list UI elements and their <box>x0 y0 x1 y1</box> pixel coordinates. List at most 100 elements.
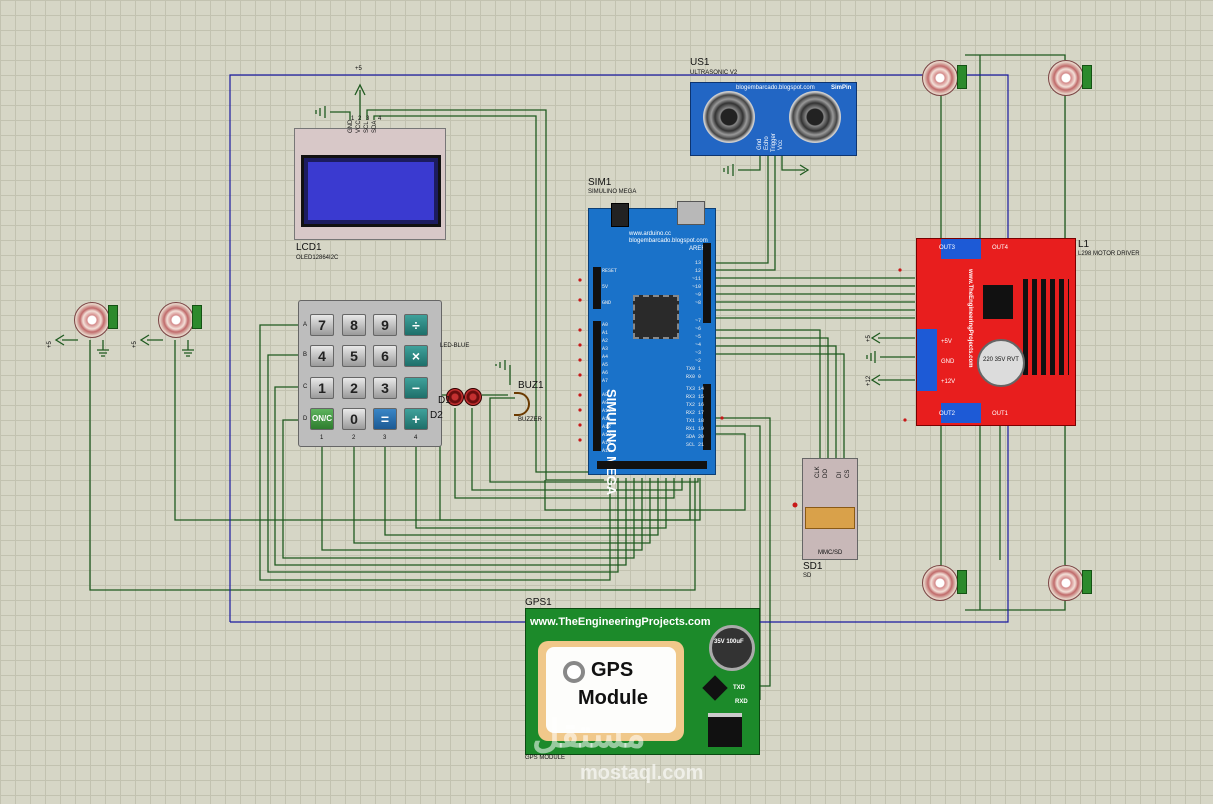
arduino-pin-rx3[interactable]: RX3 15 <box>686 394 705 400</box>
arduino-pin-d8[interactable]: ~8 <box>695 300 702 306</box>
sd-pin-clk: CLK <box>815 466 821 478</box>
arduino-pin-d11[interactable]: ~11 <box>692 276 702 282</box>
arduino-pin-rx0[interactable]: RX0 0 <box>686 374 702 380</box>
key-1[interactable]: 1 <box>310 377 334 399</box>
motor-left-2[interactable] <box>158 302 194 338</box>
key-minus[interactable]: − <box>404 377 428 399</box>
key-2[interactable]: 2 <box>342 377 366 399</box>
key-6[interactable]: 6 <box>373 345 397 367</box>
arduino-pin-a7[interactable]: A7 <box>602 378 609 384</box>
key-3[interactable]: 3 <box>373 377 397 399</box>
key-7[interactable]: 7 <box>310 314 334 336</box>
power-label-driver-5: +5 <box>866 335 872 342</box>
key-on-clear[interactable]: ON/C <box>310 408 334 430</box>
arduino-pin-d13[interactable]: 13 <box>695 260 702 266</box>
gps-cap-label: 35V 100uF <box>714 639 744 645</box>
gps-regulator <box>708 713 742 747</box>
arduino-board[interactable]: www.arduino.cc blogembarcado.blogspot.co… <box>588 201 716 495</box>
arduino-pin-d3[interactable]: ~3 <box>695 350 702 356</box>
key-8[interactable]: 8 <box>342 314 366 336</box>
arduino-pin-a8[interactable]: A8 <box>602 392 609 398</box>
lcd-power-label: +5 <box>355 66 362 72</box>
motor-driver-board[interactable]: OUT1 OUT2 OUT3 OUT4 +5V GND +12V www.The… <box>916 238 1076 426</box>
gps-txd[interactable]: TXD <box>733 685 745 691</box>
arduino-pin-a3[interactable]: A3 <box>602 346 609 352</box>
arduino-pin-a11[interactable]: A11 <box>602 416 612 422</box>
motor-left-1[interactable] <box>74 302 110 338</box>
arduino-pin-a15[interactable]: A15 <box>602 448 612 454</box>
key-5[interactable]: 5 <box>342 345 366 367</box>
arduino-digital-header <box>703 243 711 323</box>
arduino-pin-a1[interactable]: A1 <box>602 330 609 336</box>
motor-right-bottom-1[interactable] <box>922 565 958 601</box>
key-plus[interactable]: + <box>404 408 428 430</box>
arduino-pin-rx2[interactable]: RX2 17 <box>686 410 705 416</box>
gps-rxd[interactable]: RXD <box>735 699 748 705</box>
arduino-pin-a2[interactable]: A2 <box>602 338 609 344</box>
gps-module[interactable]: www.TheEngineeringProjects.com GPS Modul… <box>525 608 760 755</box>
arduino-pin-d4[interactable]: ~4 <box>695 342 702 348</box>
key-divide[interactable]: ÷ <box>404 314 428 336</box>
buzzer-part: BUZZER <box>518 417 542 423</box>
key-0[interactable]: 0 <box>342 408 366 430</box>
led-d2[interactable] <box>464 388 482 406</box>
key-4[interactable]: 4 <box>310 345 334 367</box>
motor-right-bottom-1-tab <box>957 570 967 594</box>
arduino-pin-reset[interactable]: RESET <box>602 268 618 274</box>
arduino-ref: SIM1 <box>588 177 612 188</box>
sd-pin-di: DI <box>837 472 843 478</box>
arduino-pin-d7[interactable]: ~7 <box>695 318 702 324</box>
arduino-usb-jack <box>611 203 629 227</box>
arduino-pin-tx3[interactable]: TX3 14 <box>686 386 705 392</box>
key-9[interactable]: 9 <box>373 314 397 336</box>
arduino-pin-rx1[interactable]: RX1 19 <box>686 426 705 432</box>
led-d1[interactable] <box>446 388 464 406</box>
arduino-pin-scl[interactable]: SCL 21 <box>686 442 705 448</box>
lcd-module[interactable] <box>294 128 446 240</box>
watermark-latin: mostaql.com <box>580 762 704 784</box>
arduino-pin-a4[interactable]: A4 <box>602 354 609 360</box>
arduino-pin-tx1[interactable]: TX1 18 <box>686 418 705 424</box>
arduino-pin-a5[interactable]: A5 <box>602 362 609 368</box>
motor-left-2-tab <box>192 305 202 329</box>
arduino-pin-a14[interactable]: A14 <box>602 440 612 446</box>
arduino-pin-d9[interactable]: ~9 <box>695 292 702 298</box>
motor-right-top-1[interactable] <box>922 60 958 96</box>
key-multiply[interactable]: × <box>404 345 428 367</box>
driver-out4: OUT4 <box>992 245 1009 251</box>
arduino-pin-a0[interactable]: A0 <box>602 322 609 328</box>
arduino-pin-d10[interactable]: ~10 <box>692 284 702 290</box>
sd-ref: SD1 <box>803 561 823 572</box>
driver-terminal-power[interactable] <box>917 329 937 391</box>
arduino-pin-tx2[interactable]: TX2 16 <box>686 402 705 408</box>
driver-terminal-out2[interactable] <box>941 403 981 423</box>
sd-pin-cs: CS <box>845 469 851 478</box>
arduino-pin-tx0[interactable]: TX0 1 <box>686 366 702 372</box>
led-d1-ref: D1 <box>438 395 451 406</box>
arduino-pin-a10[interactable]: A10 <box>602 408 612 414</box>
gps-antenna-patch <box>538 641 684 741</box>
driver-terminal-out3[interactable] <box>941 239 981 259</box>
arduino-pin-d6[interactable]: ~6 <box>695 326 702 332</box>
keypad-col-4: 4 <box>414 435 418 441</box>
arduino-pin-gnd[interactable]: GND <box>602 300 612 306</box>
arduino-pin-a12[interactable]: A12 <box>602 424 612 430</box>
arduino-pin-d2[interactable]: ~2 <box>695 358 702 364</box>
arduino-pin-d5[interactable]: ~5 <box>695 334 702 340</box>
motor-right-top-2[interactable] <box>1048 60 1084 96</box>
key-equals[interactable]: = <box>373 408 397 430</box>
arduino-pin-a9[interactable]: A9 <box>602 400 609 406</box>
arduino-pin-d12[interactable]: 12 <box>695 268 702 274</box>
buzzer[interactable] <box>514 392 530 416</box>
sd-part: SD <box>803 573 812 579</box>
ultrasonic-sensor[interactable]: blogembarcado.blogspot.com SimPin <box>690 82 857 156</box>
arduino-pin-a13[interactable]: A13 <box>602 432 612 438</box>
arduino-pin-a6[interactable]: A6 <box>602 370 609 376</box>
keypad-row-d: D <box>303 416 308 422</box>
motor-right-bottom-2-tab <box>1082 570 1092 594</box>
gps-ref: GPS1 <box>525 597 552 608</box>
arduino-pin-sda[interactable]: SDA 20 <box>686 434 705 440</box>
arduino-pin-5v[interactable]: 5V <box>602 284 609 290</box>
sd-card-module[interactable] <box>802 458 858 560</box>
motor-right-bottom-2[interactable] <box>1048 565 1084 601</box>
